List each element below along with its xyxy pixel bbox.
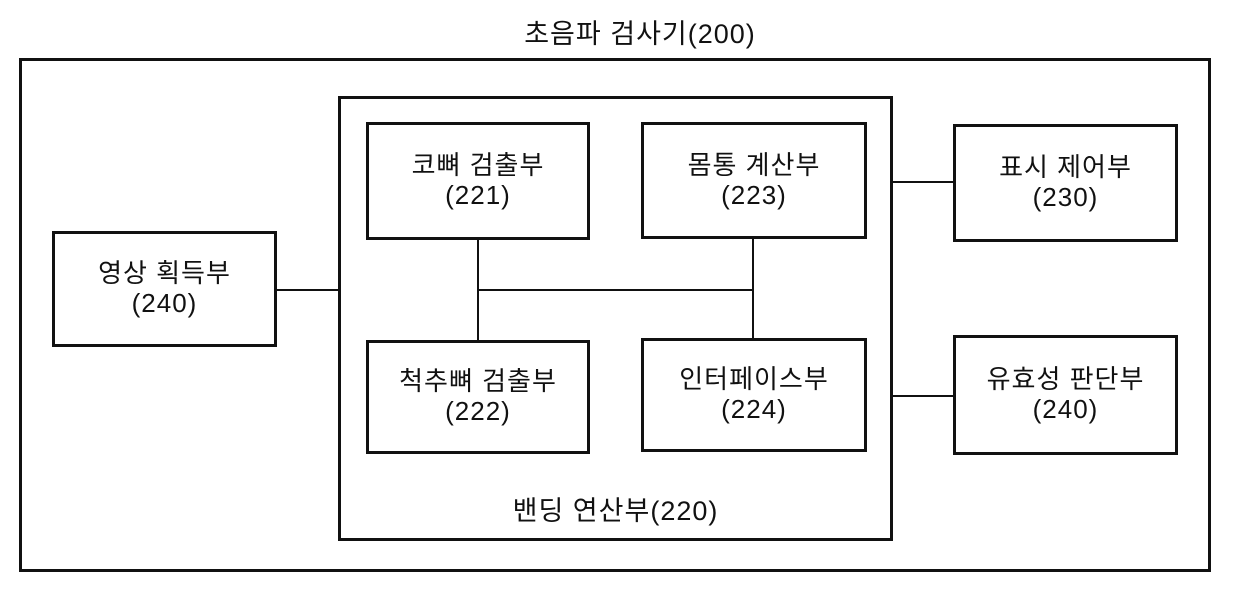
block-display-controller: 표시 제어부 (230) — [953, 124, 1178, 242]
block-validity-determiner: 유효성 판단부 (240) — [953, 335, 1178, 455]
block-spine-bone-detector-label: 척추뼈 검출부 — [399, 366, 557, 397]
group-frame-banding-unit — [338, 96, 893, 541]
block-nose-bone-detector-ref: (221) — [445, 180, 511, 210]
group-label-banding-unit: 밴딩 연산부(220) — [512, 496, 719, 526]
block-display-controller-ref: (230) — [1032, 182, 1099, 212]
block-spine-bone-detector: 척추뼈 검출부 (222) — [366, 340, 590, 454]
block-nose-bone-detector-label: 코뼈 검출부 — [411, 150, 545, 181]
block-nose-bone-detector: 코뼈 검출부 (221) — [366, 122, 590, 240]
block-display-controller-label: 표시 제어부 — [999, 152, 1132, 183]
block-image-acquisition-label: 영상 획득부 — [98, 258, 231, 289]
connector-group-to-validity-determiner — [893, 395, 953, 397]
connector-vertical-223-to-224 — [752, 238, 754, 338]
connector-image-acquisition-to-group — [277, 289, 338, 291]
diagram-title: 초음파 검사기(200) — [524, 19, 756, 49]
block-validity-determiner-ref: (240) — [1032, 394, 1099, 424]
block-interface-unit: 인터페이스부 (224) — [641, 338, 867, 452]
block-interface-unit-ref: (224) — [721, 394, 787, 424]
block-validity-determiner-label: 유효성 판단부 — [986, 364, 1145, 395]
outer-frame — [19, 58, 1211, 572]
block-interface-unit-label: 인터페이스부 — [679, 364, 829, 395]
block-spine-bone-detector-ref: (222) — [445, 396, 511, 426]
block-body-calculator-label: 몸통 계산부 — [687, 149, 821, 180]
connector-group-to-display-controller — [893, 181, 953, 183]
block-image-acquisition: 영상 획득부 (240) — [52, 231, 277, 347]
block-image-acquisition-ref: (240) — [131, 288, 198, 318]
block-body-calculator: 몸통 계산부 (223) — [641, 122, 867, 239]
block-body-calculator-ref: (223) — [721, 179, 787, 210]
connector-horizontal-middle — [477, 289, 754, 291]
